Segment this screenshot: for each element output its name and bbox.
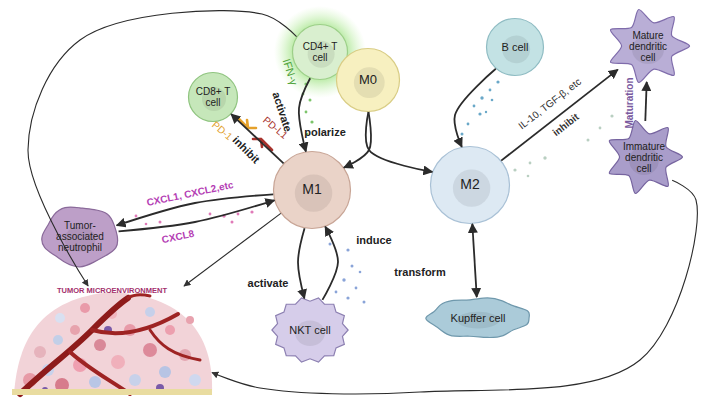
kupffer-cell: Kupffer cell bbox=[425, 297, 531, 339]
cytokine-dots bbox=[135, 210, 254, 225]
edge-label: polarize bbox=[304, 127, 346, 138]
cell-outline bbox=[609, 120, 682, 193]
connector-arrow bbox=[366, 112, 433, 172]
node-label: TUMOR MICROENVIRONMENT bbox=[57, 287, 167, 295]
node-label: CD4+ T cell bbox=[298, 41, 342, 63]
annotation-label: IFN-γ bbox=[281, 58, 300, 87]
cell-outline bbox=[189, 73, 238, 122]
cell-outline bbox=[337, 49, 400, 112]
cell-outline bbox=[487, 19, 544, 76]
node-label: M1 bbox=[302, 182, 321, 197]
connector-arrow bbox=[322, 227, 338, 300]
dendritic-cell: Mature dendritic cell bbox=[608, 10, 688, 82]
connector-arrow bbox=[119, 200, 275, 231]
t-cell: CD8+ T cell bbox=[188, 72, 238, 122]
connector-arrow bbox=[344, 112, 371, 168]
cell-nucleus bbox=[502, 35, 530, 63]
node-label: CD8+ T cell bbox=[193, 86, 233, 108]
edge-label: CXCL8 bbox=[161, 229, 195, 246]
connector-arrow bbox=[645, 82, 646, 121]
cell-outline bbox=[431, 147, 510, 224]
connector-arrow bbox=[298, 228, 305, 298]
cell-nucleus bbox=[295, 174, 332, 211]
cell-outline bbox=[272, 298, 348, 362]
connector-arrow bbox=[501, 70, 618, 161]
dendritic-cell: Immature dendritic cell bbox=[607, 121, 681, 193]
cell-nucleus bbox=[354, 67, 385, 98]
edge-label: activate bbox=[248, 278, 289, 289]
cell-outline bbox=[42, 207, 118, 267]
node-label: NKT cell bbox=[289, 324, 330, 336]
connector-arrow bbox=[28, 11, 297, 286]
node-label: M2 bbox=[460, 177, 479, 192]
cell-shape bbox=[12, 286, 212, 394]
edge-label: inhibit bbox=[551, 112, 581, 138]
node-label: Tumor-associated neutrophil bbox=[51, 220, 109, 253]
connector-arrow bbox=[212, 180, 697, 394]
cell-outline bbox=[426, 298, 530, 338]
edge-label: transform bbox=[394, 267, 445, 278]
node-label: B cell bbox=[502, 41, 529, 53]
node-label: Kupffer cell bbox=[451, 312, 506, 324]
edge-label: Maturation bbox=[625, 77, 635, 128]
macrophage-m0: M0 bbox=[336, 48, 400, 112]
b-cell: B cell bbox=[486, 18, 544, 76]
connector-arrow bbox=[299, 78, 310, 151]
connector-arrow bbox=[184, 213, 281, 286]
cell-outline bbox=[610, 9, 689, 82]
node-label: Immature dendritic cell bbox=[620, 141, 668, 174]
connector-arrow bbox=[472, 224, 476, 297]
neutrophil: Tumor-associated neutrophil bbox=[41, 205, 119, 267]
tumor-microenvironment: TUMOR MICROENVIRONMENT bbox=[12, 286, 212, 394]
cytokine-dots bbox=[461, 80, 500, 135]
node-label: Mature dendritic cell bbox=[624, 30, 672, 63]
node-label: M0 bbox=[359, 73, 377, 87]
connector-arrow bbox=[117, 194, 274, 225]
edge-label: CXCL1, CXCL2,etc bbox=[146, 180, 235, 208]
macrophage-m2: M2 bbox=[430, 146, 510, 224]
connector-arrow bbox=[454, 69, 495, 147]
tumor-illustration bbox=[12, 292, 212, 395]
edge-label: inhibit bbox=[230, 134, 261, 165]
nkt-cell: NKT cell bbox=[273, 298, 347, 362]
edge-label: induce bbox=[356, 235, 391, 246]
cell-outline bbox=[274, 152, 351, 229]
annotation-label: PD-1 bbox=[210, 120, 234, 142]
cytokine-dots bbox=[329, 243, 366, 304]
cell-nucleus bbox=[453, 169, 490, 206]
macrophage-m1: M1 bbox=[273, 151, 351, 229]
